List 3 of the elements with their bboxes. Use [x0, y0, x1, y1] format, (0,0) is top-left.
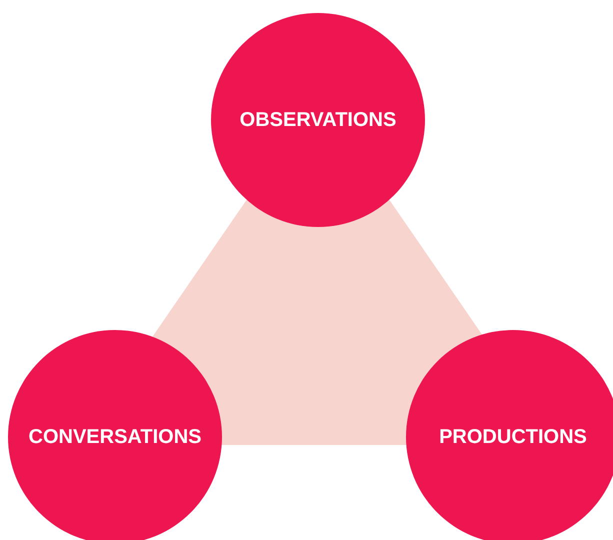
node-label: PRODUCTIONS [439, 426, 587, 448]
node-label: OBSERVATIONS [240, 108, 396, 132]
node-label: CONVERSATIONS [28, 426, 202, 448]
